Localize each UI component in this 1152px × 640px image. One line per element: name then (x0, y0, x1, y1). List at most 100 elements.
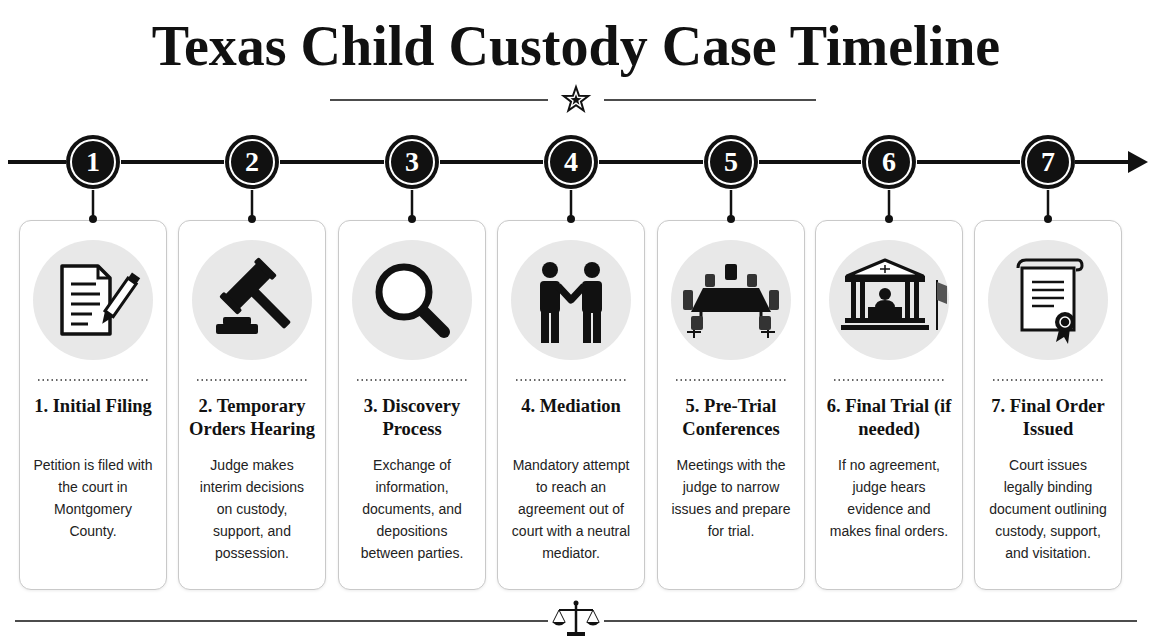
step-number: 3 (384, 134, 440, 190)
scales-base (567, 632, 585, 636)
handshake-icon (540, 262, 602, 343)
circle-fill (225, 135, 279, 189)
circle-fill (862, 135, 916, 189)
gavel-band (219, 292, 242, 315)
step-description: Mandatory attempt to reach an agreement … (498, 454, 644, 564)
ornament-star (564, 87, 589, 111)
step-description: Petition is filed with the court in Mont… (20, 454, 166, 542)
person-leg (593, 311, 601, 343)
gavel-head (224, 262, 272, 310)
bottom-rule (604, 620, 1137, 622)
column (851, 282, 856, 318)
number-circle: 1 (65, 134, 121, 190)
beam (845, 276, 925, 282)
step-card: 4. MediationMandatory attempt to reach a… (497, 220, 645, 590)
scales-post (575, 604, 578, 632)
timeline-segment (759, 160, 861, 164)
person-body (582, 281, 602, 313)
step-card: 7. Final Order IssuedCourt issues legall… (974, 220, 1122, 590)
number-circle: 7 (1020, 134, 1076, 190)
seal-ribbon (1056, 326, 1070, 344)
magnifier-handle (420, 308, 444, 332)
gavel-icon (216, 257, 307, 345)
bottom-rule (15, 620, 548, 622)
step-heading: 4. Mediation (498, 395, 644, 418)
document-sheet (62, 266, 110, 334)
connector-line (730, 190, 733, 220)
chair (769, 290, 779, 310)
document-icon (62, 266, 140, 334)
number-circle: 3 (384, 134, 440, 190)
person-leg (583, 311, 591, 343)
ornament-line (330, 99, 548, 101)
magnifier-lens (379, 267, 429, 317)
connector-dot (248, 215, 256, 223)
scales-beam (559, 609, 593, 611)
timeline-segment (440, 160, 543, 164)
circle-fill (704, 135, 758, 189)
timeline-stub (8, 160, 66, 164)
chair (747, 274, 757, 287)
person-body (540, 281, 560, 313)
number-circle: 6 (861, 134, 917, 190)
certificate-icon (1018, 260, 1082, 344)
step-heading: 1. Initial Filing (20, 395, 166, 418)
step-description: Exchange of information, documents, and … (339, 454, 485, 564)
icon-background (192, 240, 312, 360)
step-number: 4 (543, 134, 599, 190)
conference-icon (683, 264, 779, 338)
judge-head (879, 288, 891, 300)
connector-line (570, 190, 573, 220)
person-head (584, 262, 600, 278)
step (841, 325, 929, 330)
scales-strings (553, 610, 599, 622)
seal (1055, 312, 1075, 332)
step-card: 1. Initial FilingPetition is filed with … (19, 220, 167, 590)
pencil-tip (98, 311, 113, 327)
chair (759, 316, 771, 330)
diagram-title: Texas Child Custody Case Timeline (0, 10, 1152, 82)
gavel-base (216, 324, 258, 334)
gavel-top (219, 257, 307, 345)
courthouse-icon (841, 260, 947, 330)
icon-background (988, 240, 1108, 360)
person-head (542, 262, 558, 278)
timeline-stub (1075, 160, 1134, 164)
connector-dot (1044, 215, 1052, 223)
column (905, 282, 910, 318)
ornament-star-core (570, 94, 581, 105)
table-legs (701, 312, 761, 326)
step-heading: 2. Temporary Orders Hearing (179, 395, 325, 441)
shaking-hands (558, 286, 584, 300)
icon-background (352, 240, 472, 360)
column (860, 282, 865, 318)
chair (725, 264, 737, 280)
step-heading: 3. Discovery Process (339, 395, 485, 441)
connector-line (1047, 190, 1050, 220)
step-description: Court issues legally binding document ou… (975, 454, 1121, 564)
dotted-separator (676, 379, 786, 381)
number-circle: 2 (224, 134, 280, 190)
dotted-separator (993, 379, 1103, 381)
ornament-line (604, 99, 816, 101)
gavel-handle (249, 287, 291, 329)
circle-fill (66, 135, 120, 189)
step-description: Meetings with the judge to narrow issues… (658, 454, 804, 542)
scales-knob (574, 601, 579, 606)
timeline-segment (599, 160, 703, 164)
number-circle: 5 (703, 134, 759, 190)
connector-dot (885, 215, 893, 223)
document-lines (71, 284, 100, 324)
connector-dot (89, 215, 97, 223)
step-heading: 7. Final Order Issued (975, 395, 1121, 441)
step-number: 1 (65, 134, 121, 190)
gavel-band (254, 257, 277, 280)
circle-fill (385, 135, 439, 189)
step-heading: 5. Pre-Trial Conferences (658, 395, 804, 441)
dotted-separator (38, 379, 148, 381)
step (845, 318, 925, 323)
gavel-base (223, 317, 251, 325)
dotted-separator (357, 379, 467, 381)
